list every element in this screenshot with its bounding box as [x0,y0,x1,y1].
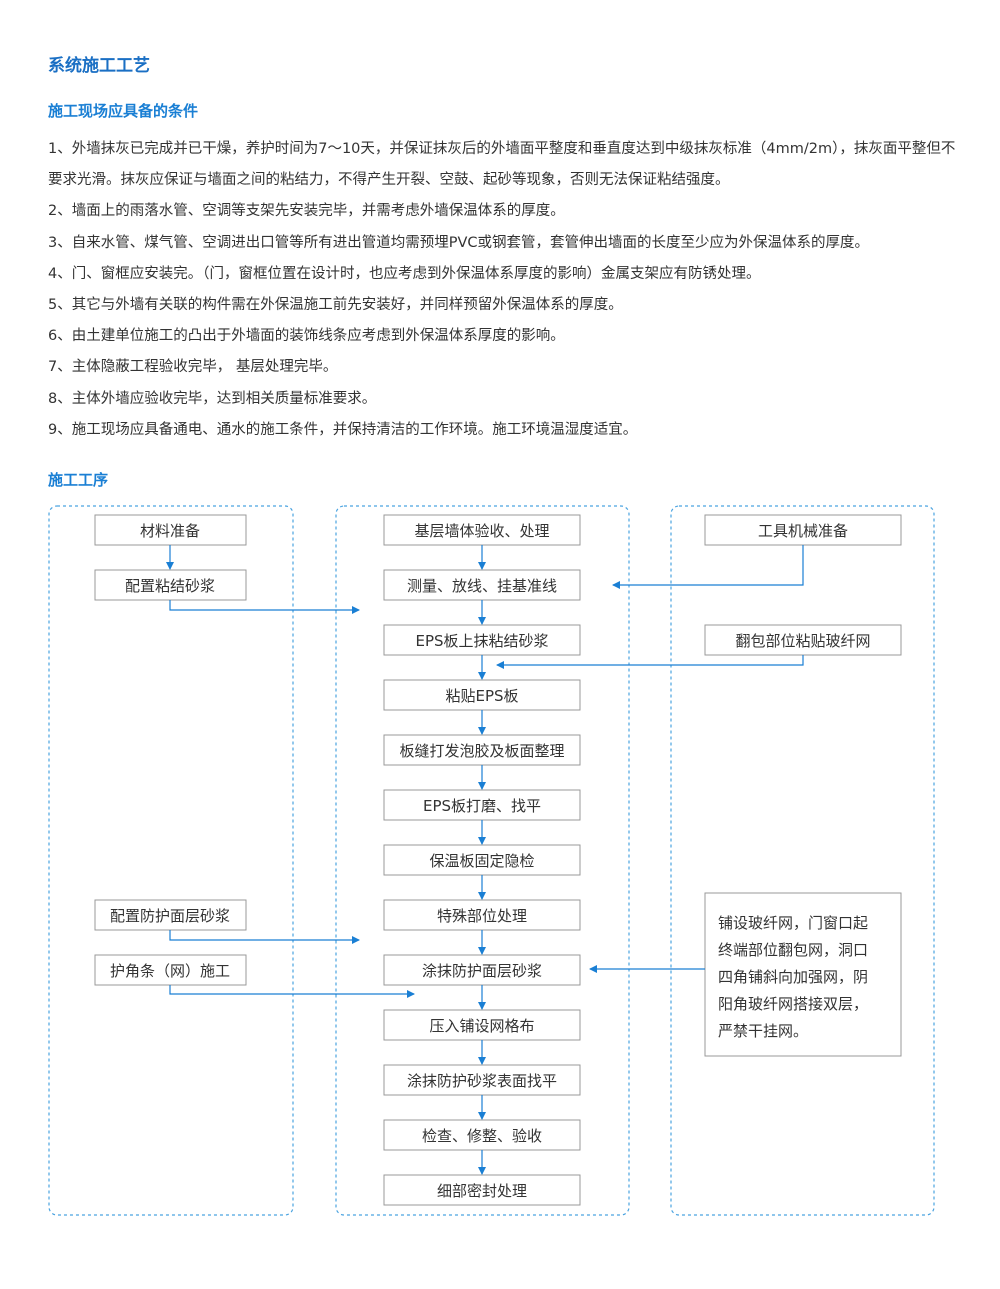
conditions-list: 1、外墙抹灰已完成并已干燥，养护时间为7～10天，并保证抹灰后的外墙面平整度和垂… [48,134,960,446]
main-step: 检查、修整、验收 [383,1119,581,1151]
main-step-label: 涂抹防护面层砂浆 [422,962,542,980]
main-step-label: 测量、放线、挂基准线 [407,577,557,595]
right-step: 工具机械准备 [704,514,902,546]
main-step-label: 检查、修整、验收 [422,1127,542,1145]
note-line: 阳角玻纤网搭接双层， [718,995,868,1013]
left-step-label: 配置粘结砂浆 [125,577,215,595]
condition-item: 7、主体隐蔽工程验收完毕， 基层处理完毕。 [48,359,338,376]
left-step: 材料准备 [94,514,247,546]
conditions-heading: 施工现场应具备的条件 [48,102,199,120]
right-group-frame [670,505,935,1216]
main-step: 特殊部位处理 [383,899,581,931]
right-step: 翻包部位粘贴玻纤网 [704,624,902,656]
main-step-label: 细部密封处理 [437,1182,527,1200]
condition-item: 9、施工现场应具备通电、通水的施工条件，并保持清洁的工作环境。施工环境温湿度适宜… [48,421,638,438]
left-step: 护角条（网）施工 [94,954,247,986]
main-group-frame [335,505,630,1216]
main-step: EPS板打磨、找平 [383,789,581,821]
condition-item: 1、外墙抹灰已完成并已干燥，养护时间为7～10天，并保证抹灰后的外墙面平整度和垂… [48,141,956,189]
process-heading: 施工工序 [48,471,109,489]
main-step-label: 板缝打发泡胶及板面整理 [399,742,564,760]
main-step: 涂抹防护砂浆表面找平 [383,1064,581,1096]
note-line: 铺设玻纤网，门窗口起 [718,914,868,932]
left-step: 配置防护面层砂浆 [94,899,247,931]
left-step-label: 材料准备 [140,522,200,540]
main-step-label: 涂抹防护砂浆表面找平 [407,1072,557,1090]
note-line: 终端部位翻包网，洞口 [718,941,868,959]
main-step-label: 基层墙体验收、处理 [414,522,549,540]
right-step-label: 工具机械准备 [758,522,848,540]
left-flow-arrows [166,545,415,998]
left-group-frame [48,505,294,1216]
left-step: 配置粘结砂浆 [94,569,247,601]
main-step-label: 压入铺设网格布 [429,1017,534,1035]
main-step: 保温板固定隐检 [383,844,581,876]
main-step: 测量、放线、挂基准线 [383,569,581,601]
note-line: 严禁干挂网。 [718,1022,808,1040]
condition-item: 6、由土建单位施工的凸出于外墙面的装饰线条应考虑到外保温体系厚度的影响。 [48,328,565,345]
note-box: 铺设玻纤网，门窗口起 终端部位翻包网，洞口 四角铺斜向加强网，阴 阳角玻纤网搭接… [704,892,902,1057]
main-step: 细部密封处理 [383,1174,581,1206]
condition-item: 8、主体外墙应验收完毕，达到相关质量标准要求。 [48,390,377,407]
main-step-label: 保温板固定隐检 [429,852,534,870]
main-step-label: 特殊部位处理 [437,907,527,925]
page-title: 系统施工工艺 [48,56,150,76]
condition-item: 3、自来水管、煤气管、空调进出口管等所有进出管道均需预埋PVC或钢套管，套管伸出… [48,234,870,251]
main-step-label: 粘贴EPS板 [445,687,518,705]
main-step: 涂抹防护面层砂浆 [383,954,581,986]
main-step: EPS板上抹粘结砂浆 [383,624,581,656]
main-step: 板缝打发泡胶及板面整理 [383,734,581,766]
condition-item: 4、门、窗框应安装完。（门，窗框位置在设计时，也应考虑到外保温体系厚度的影响）金… [48,265,761,282]
left-step-label: 护角条（网）施工 [110,962,230,980]
right-flow-arrows [496,545,804,973]
condition-item: 5、其它与外墙有关联的构件需在外保温施工前先安装好，并同样预留外保温体系的厚度。 [48,297,623,314]
note-line: 四角铺斜向加强网，阴 [718,968,868,986]
main-step: 基层墙体验收、处理 [383,514,581,546]
main-step-label: EPS板上抹粘结砂浆 [415,632,548,650]
right-step-label: 翻包部位粘贴玻纤网 [735,632,870,650]
left-step-label: 配置防护面层砂浆 [110,907,230,925]
main-step: 粘贴EPS板 [383,679,581,711]
main-step: 压入铺设网格布 [383,1009,581,1041]
main-step-label: EPS板打磨、找平 [423,797,541,815]
condition-item: 2、墙面上的雨落水管、空调等支架先安装完毕，并需考虑外墙保温体系的厚度。 [48,203,565,220]
